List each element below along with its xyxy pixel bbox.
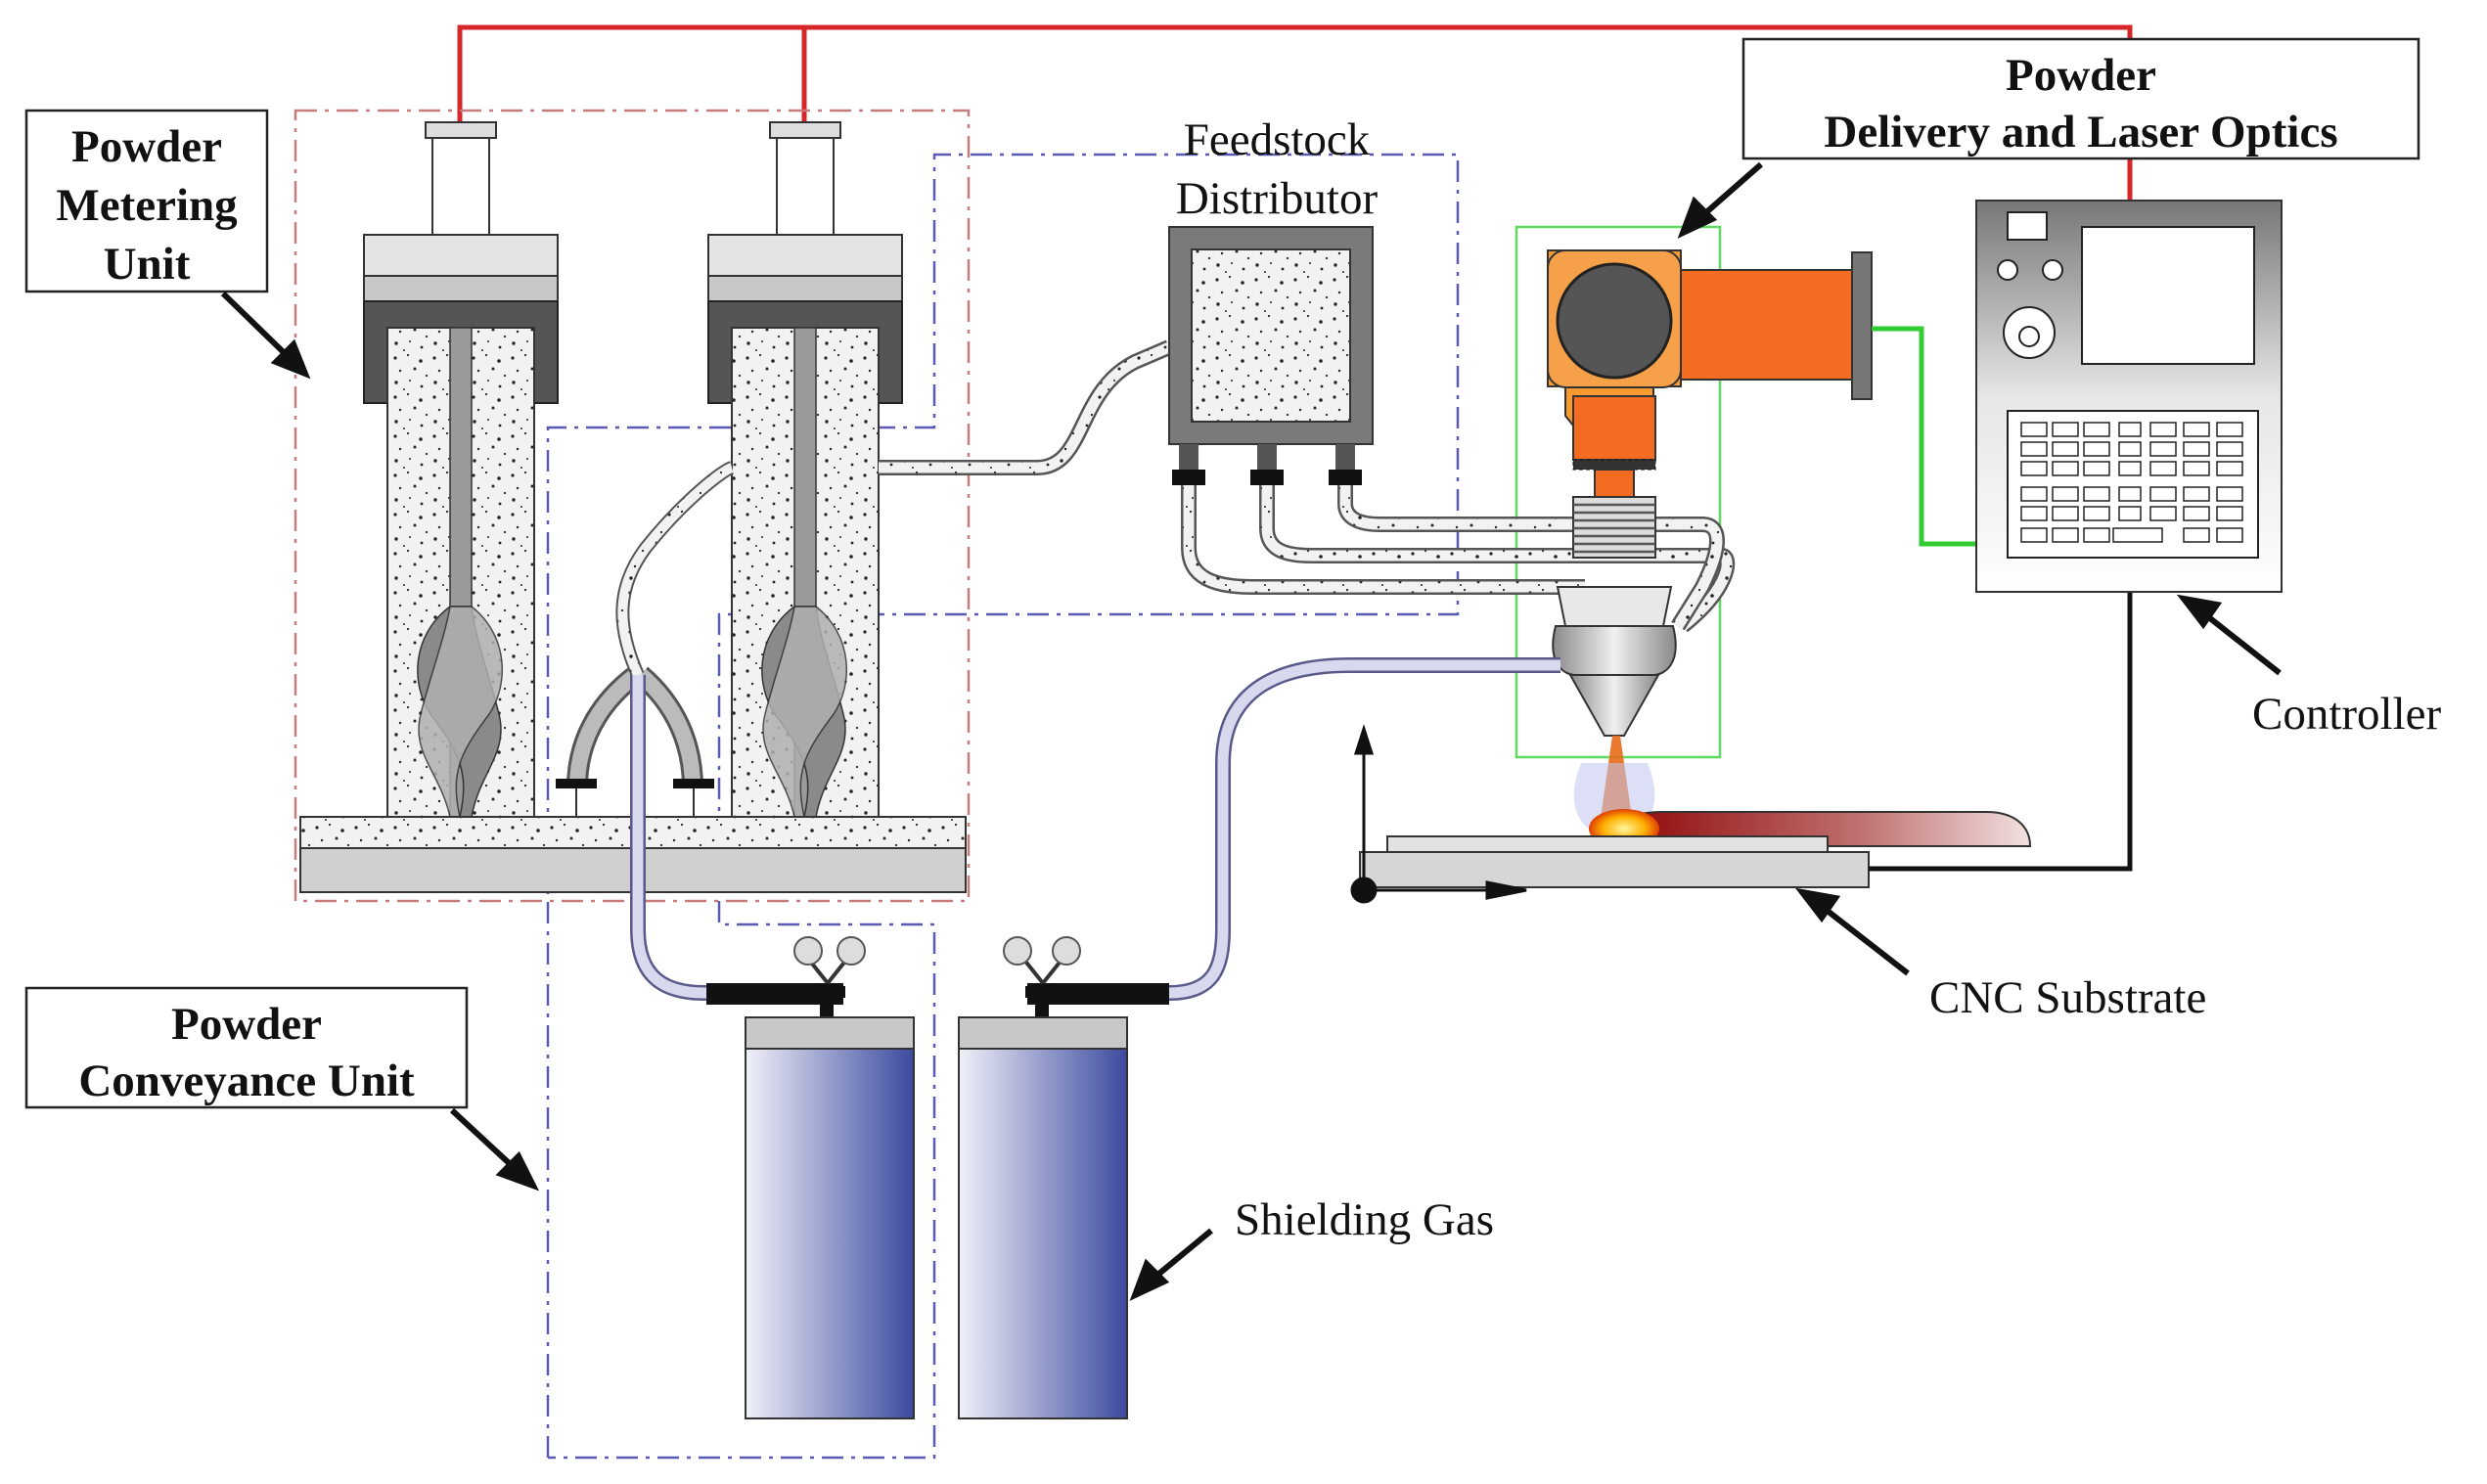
label-shielding-gas: Shielding Gas: [1235, 1194, 1494, 1245]
laser-optics-head: [1547, 249, 1873, 500]
gas-cylinder-right: [958, 936, 1169, 1419]
motion-axes-arrows: [1350, 724, 1527, 904]
label-metering-unit: Powder Metering Unit: [24, 109, 269, 293]
label-conveyance-unit: Powder Conveyance Unit: [24, 986, 469, 1109]
gas-cylinder-left: [706, 936, 915, 1419]
controller-unit: [1975, 200, 2283, 593]
feedstock-distributor: [1168, 226, 1374, 485]
arrow-cnc-substrate: [1794, 887, 1910, 976]
cnc-substrate: [1359, 809, 2032, 888]
label-optics-line2: Delivery and Laser Optics: [1824, 107, 2337, 157]
arrow-controller: [2176, 594, 2282, 676]
label-conveyance-line1: Powder: [171, 999, 322, 1050]
label-feedstock-line1: Feedstock: [1184, 114, 1371, 165]
label-metering-line2: Metering: [56, 180, 238, 231]
label-feedstock-line2: Distributor: [1176, 173, 1379, 224]
label-metering-line1: Powder: [71, 121, 222, 172]
hopper-left: [363, 121, 559, 818]
arrow-conveyance: [449, 1107, 540, 1192]
feed-hoses: [1181, 485, 1736, 633]
controller-cable: [1869, 592, 2133, 872]
label-optics: Powder Delivery and Laser Optics: [1741, 37, 2420, 160]
label-cnc-substrate: CNC Substrate: [1929, 972, 2206, 1023]
arrow-shielding-gas: [1129, 1228, 1213, 1301]
laser-cable: [1872, 326, 1976, 547]
powder-hose-y-junction: [556, 461, 735, 817]
hopper-right: [707, 121, 903, 818]
label-controller: Controller: [2252, 689, 2442, 740]
label-optics-line1: Powder: [2006, 50, 2156, 101]
arrow-optics: [1677, 161, 1763, 239]
label-conveyance-line2: Conveyance Unit: [78, 1056, 415, 1106]
arrow-metering: [220, 291, 311, 380]
label-metering-line3: Unit: [104, 239, 191, 290]
